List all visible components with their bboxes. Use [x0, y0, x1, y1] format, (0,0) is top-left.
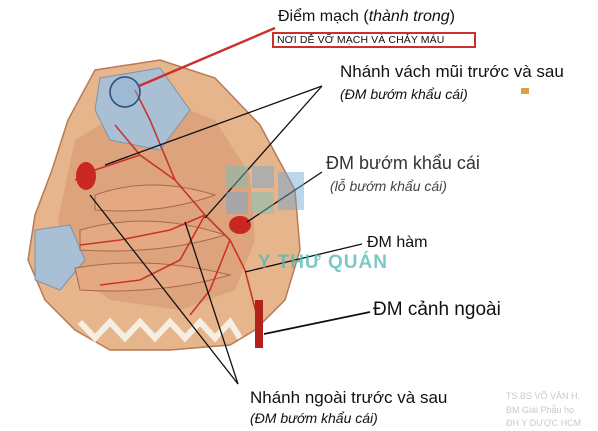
label-nhanh-ngoai-line1: Nhánh ngoài trước và sau	[250, 388, 448, 407]
label-dm-buom-line1: ĐM bướm khẩu cái	[326, 153, 480, 173]
watermark-credit: TS.BS VÕ VĂN H. BM Giải Phẫu họ ĐH Y DƯỢ…	[506, 390, 581, 431]
warning-text: NƠI DỄ VỠ MẠCH VÀ CHẢY MÁU	[277, 34, 445, 46]
watermark-logo	[226, 166, 304, 214]
maxillary-sinus	[34, 224, 86, 291]
credit-line-3: ĐH Y DƯỢC HCM	[506, 418, 582, 428]
label-diem-mach-main: Điểm mạch (	[278, 8, 369, 25]
label-nhanh-ngoai-line2: (ĐM bướm khẩu cái)	[250, 410, 378, 426]
label-nhanh-vach-line2: (ĐM bướm khẩu cái)	[340, 86, 468, 102]
label-nhanh-vach-line1: Nhánh vách mũi trước và sau	[340, 62, 564, 81]
pointer-vach-1	[104, 85, 323, 166]
pointer-ngoai-1	[89, 194, 239, 385]
pointer-dm-buom	[246, 171, 323, 223]
pointer-dm-canh	[263, 311, 371, 335]
teeth-row	[77, 317, 243, 343]
pointer-vach-2	[204, 85, 323, 219]
vessel-spot-sphenopalatine	[229, 216, 251, 234]
label-diem-mach-italic: thành trong	[368, 8, 450, 25]
label-dm-canh-ngoai: ĐM cảnh ngoài	[373, 299, 501, 320]
credit-line-1: TS.BS VÕ VĂN H.	[506, 391, 581, 401]
label-diem-mach: Điểm mạch (thành trong)	[278, 8, 455, 25]
external-carotid-vessel	[255, 300, 263, 348]
kiesselbach-circle	[109, 76, 141, 108]
warning-box	[272, 32, 476, 48]
credit-line-2: BM Giải Phẫu họ	[506, 404, 575, 415]
watermark-logo-text: Y THƯ QUÁN	[258, 252, 388, 273]
pointer-ngoai-2	[184, 221, 239, 385]
label-dm-buom-line2: (lỗ bướm khẩu cái)	[330, 178, 447, 194]
vessel-spot-upper	[76, 162, 96, 190]
label-dm-ham: ĐM hàm	[367, 234, 428, 251]
pointer-diem-mach	[138, 26, 276, 88]
pointer-dm-ham	[244, 243, 363, 273]
small-marker-icon	[521, 88, 529, 94]
